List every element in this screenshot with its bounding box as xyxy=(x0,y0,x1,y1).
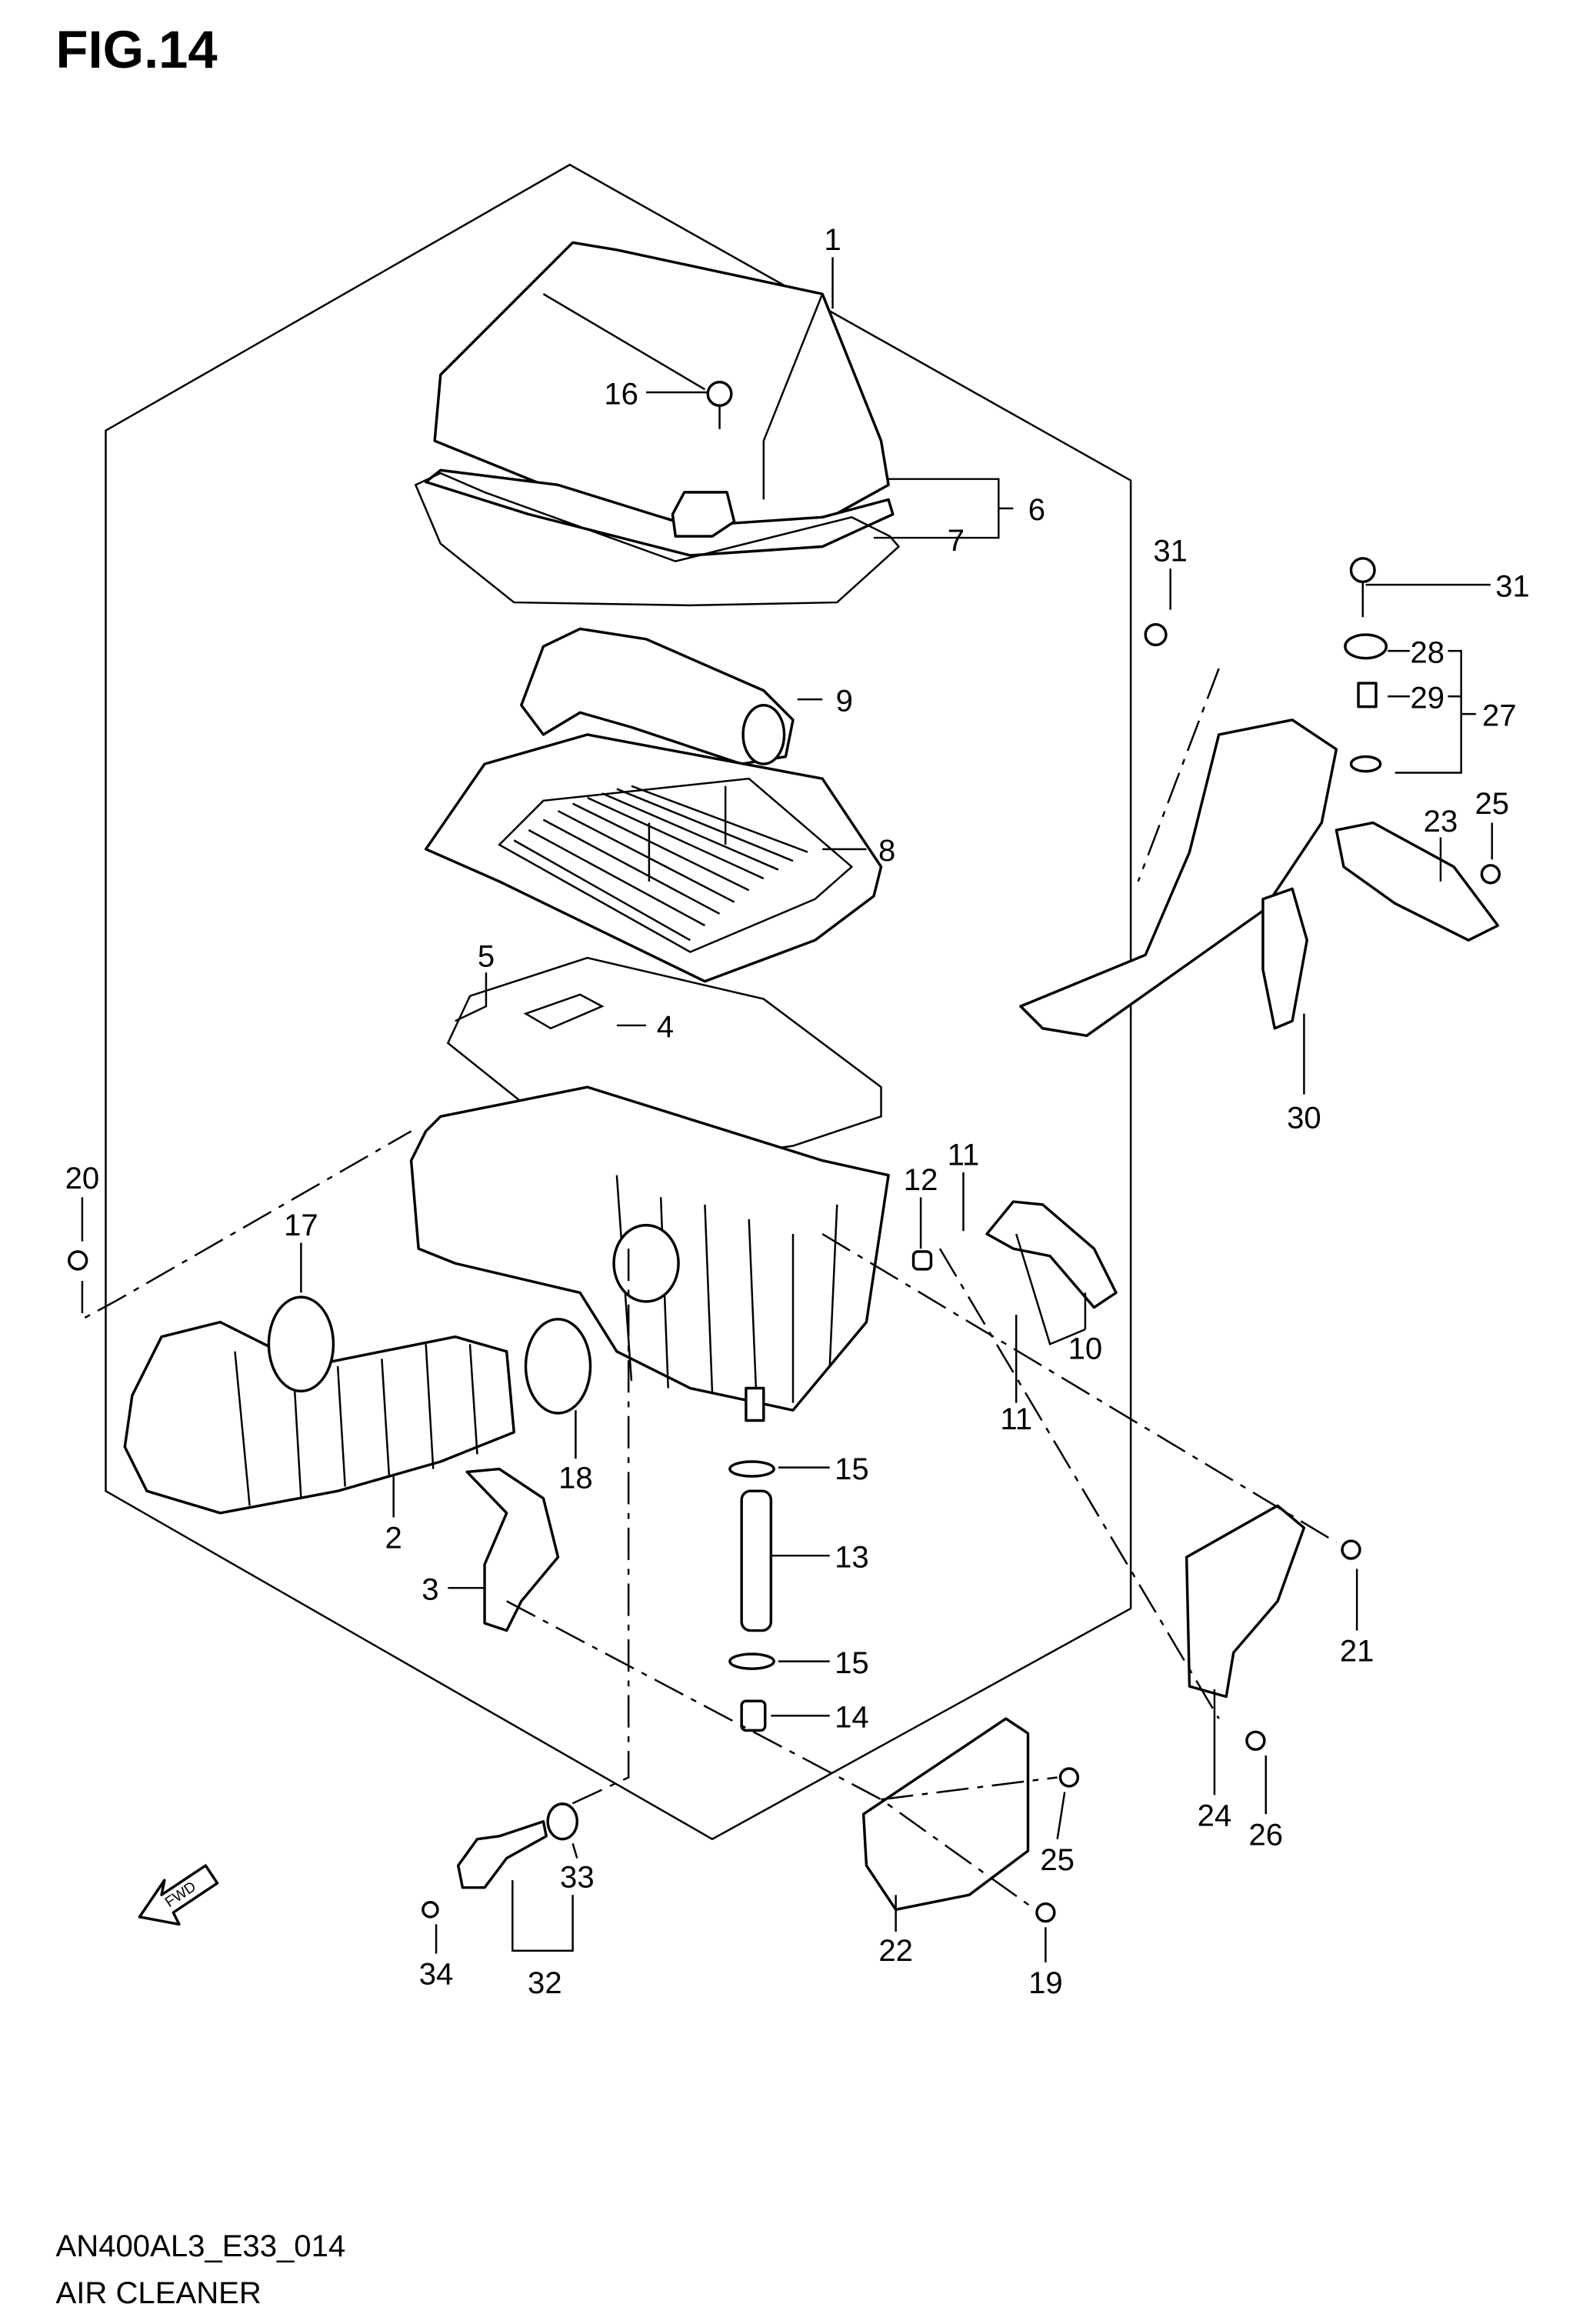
callout-24: 24 xyxy=(1198,1799,1232,1832)
callout-33: 33 xyxy=(560,1861,595,1895)
clamp-17 xyxy=(267,1295,335,1393)
callout-28: 28 xyxy=(1411,635,1445,669)
callout-12: 12 xyxy=(904,1163,938,1197)
callout-11b: 11 xyxy=(1000,1402,1032,1436)
plug-12 xyxy=(911,1250,933,1271)
callout-17: 17 xyxy=(284,1209,318,1242)
callout-5: 5 xyxy=(478,940,495,974)
callout-2: 2 xyxy=(385,1522,402,1555)
intake-temp-sensor xyxy=(456,1820,548,1889)
callout-31b: 31 xyxy=(1495,569,1530,603)
bolt-20 xyxy=(68,1250,88,1271)
bolt-26 xyxy=(1245,1730,1266,1751)
leader-lines xyxy=(81,257,1494,1963)
callout-15a: 15 xyxy=(835,1452,869,1486)
mounting-bracket xyxy=(1019,557,1501,1038)
callout-11a: 11 xyxy=(948,1138,980,1172)
callout-29: 29 xyxy=(1411,682,1445,715)
callout-1: 1 xyxy=(824,223,841,257)
hose-holder xyxy=(465,1467,560,1632)
callout-30: 30 xyxy=(1287,1102,1321,1135)
clip-15b xyxy=(728,1652,775,1670)
callout-15b: 15 xyxy=(835,1646,869,1680)
callout-3: 3 xyxy=(421,1572,438,1606)
cover-seal xyxy=(414,472,901,607)
callout-19: 19 xyxy=(1028,1966,1063,2000)
callout-27: 27 xyxy=(1482,699,1517,732)
diagram-code: AN400AL3_E33_014 xyxy=(56,2229,346,2263)
callout-16: 16 xyxy=(604,377,638,411)
callout-18: 18 xyxy=(558,1461,593,1495)
clamp-18 xyxy=(524,1318,592,1415)
callout-34: 34 xyxy=(419,1958,454,1992)
bolt-25b xyxy=(1058,1767,1080,1788)
callout-9: 9 xyxy=(836,684,853,718)
drain-plug xyxy=(740,1699,767,1732)
breather-hose xyxy=(985,1200,1118,1309)
bracket-24 xyxy=(1185,1504,1306,1699)
callout-20: 20 xyxy=(65,1162,100,1195)
callout-14: 14 xyxy=(835,1701,869,1735)
callout-13: 13 xyxy=(835,1540,869,1574)
case-gasket xyxy=(523,993,605,1030)
callout-4: 4 xyxy=(657,1010,674,1044)
callout-32: 32 xyxy=(528,1966,562,2000)
air-cleaner-cover xyxy=(424,241,895,557)
intake-duct xyxy=(520,627,795,765)
clip-15a xyxy=(728,1460,775,1478)
air-cleaner-case xyxy=(409,1085,890,1422)
callout-7: 7 xyxy=(948,524,965,558)
callout-22: 22 xyxy=(878,1934,913,1968)
callout-31a: 31 xyxy=(1153,535,1188,568)
figure-title: FIG.14 xyxy=(56,20,218,79)
callout-21: 21 xyxy=(1340,1635,1374,1669)
o-ring-33 xyxy=(546,1802,579,1841)
inlet-hose xyxy=(123,1320,515,1515)
assembly-frame xyxy=(105,163,1132,1841)
callouts: 1 16 6 7 9 8 5 4 31 31 28 29 27 25 23 30… xyxy=(65,223,1530,2000)
bolt-19 xyxy=(1035,1902,1056,1923)
diagram-name: AIR CLEANER xyxy=(56,2276,262,2310)
screw-34 xyxy=(421,1901,439,1919)
callout-25b: 25 xyxy=(1040,1843,1075,1877)
fwd-arrow-icon: FWD xyxy=(138,1864,219,1926)
air-filter-element xyxy=(424,733,883,983)
bolt-21 xyxy=(1341,1539,1361,1560)
callout-8: 8 xyxy=(878,834,895,868)
callout-23: 23 xyxy=(1424,805,1458,839)
callout-25a: 25 xyxy=(1475,787,1510,821)
drain-hose xyxy=(740,1489,773,1632)
callout-26: 26 xyxy=(1248,1818,1283,1852)
dashed-leaders xyxy=(81,668,1338,1911)
callout-10: 10 xyxy=(1068,1332,1103,1365)
bracket-22 xyxy=(861,1717,1030,1912)
callout-6: 6 xyxy=(1028,493,1045,527)
